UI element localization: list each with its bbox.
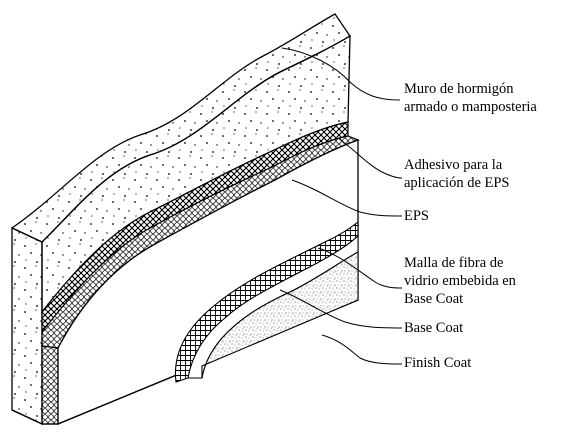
eps-front-face	[41, 345, 59, 425]
leader-muro	[281, 47, 401, 101]
leader-malla	[317, 247, 403, 289]
leader-adhesivo	[337, 137, 403, 179]
eps-face	[57, 139, 359, 425]
wall-front-face	[11, 226, 43, 426]
label-muro-line2: armado o mamposteria	[404, 99, 537, 115]
leader-finish-coat	[321, 334, 403, 365]
label-finish-coat: Finish Coat	[404, 355, 472, 371]
label-adhesivo-line1: Adhesivo para la	[404, 157, 503, 173]
label-malla-line1: Malla de fibra de	[404, 255, 504, 271]
leader-base-coat	[279, 289, 403, 329]
label-adhesivo-line2: aplicación de EPS	[404, 175, 510, 191]
label-malla-line2: vidrio embebida en	[404, 273, 516, 289]
leader-eps	[291, 179, 403, 217]
label-muro-line1: Muro de hormigón	[404, 81, 514, 97]
label-eps: EPS	[404, 208, 429, 224]
finish-coat-layer	[201, 251, 359, 379]
label-base-coat: Base Coat	[404, 320, 464, 336]
label-malla-line3: Base Coat	[404, 291, 464, 307]
